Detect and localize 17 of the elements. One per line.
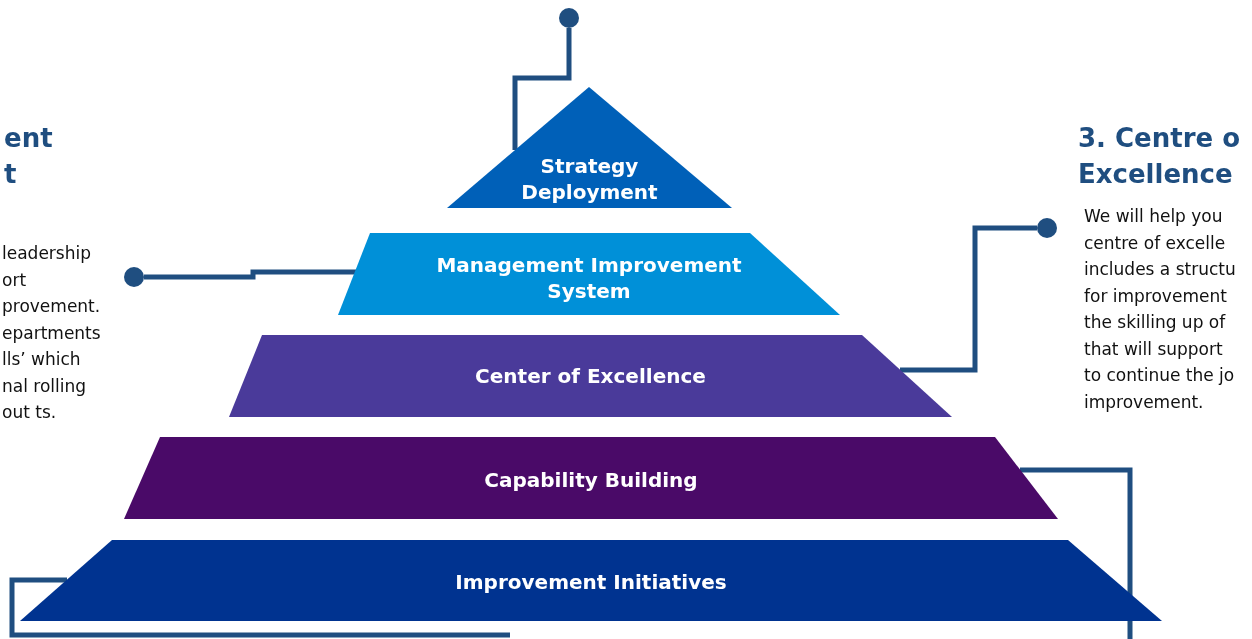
tier-label: Capability Building xyxy=(484,468,698,492)
leader-dot xyxy=(1037,218,1057,238)
description-text: We will help you centre of excelle includes a structu for improvement the skilling up of that will support to continue the jo improvement. xyxy=(1084,205,1237,414)
leader-dot xyxy=(559,8,579,28)
leader-line xyxy=(144,269,356,280)
description-text: leadership ort provement. epartments lls’ which nal rolling out ts. xyxy=(2,242,102,424)
tier-label: Management Improvement System xyxy=(435,252,743,304)
leader-dot xyxy=(124,267,144,287)
tier-label: Strategy Deployment xyxy=(520,153,659,205)
tier-label: Improvement Initiatives xyxy=(455,570,727,594)
section-heading: ent t xyxy=(4,122,54,191)
leader-line xyxy=(1020,467,1133,639)
leader-line xyxy=(512,28,572,150)
leader-line xyxy=(900,225,1037,373)
tier-label: Center of Excellence xyxy=(475,364,706,388)
section-heading: 3. Centre o Excellence xyxy=(1078,122,1242,191)
leader-line xyxy=(9,577,510,638)
